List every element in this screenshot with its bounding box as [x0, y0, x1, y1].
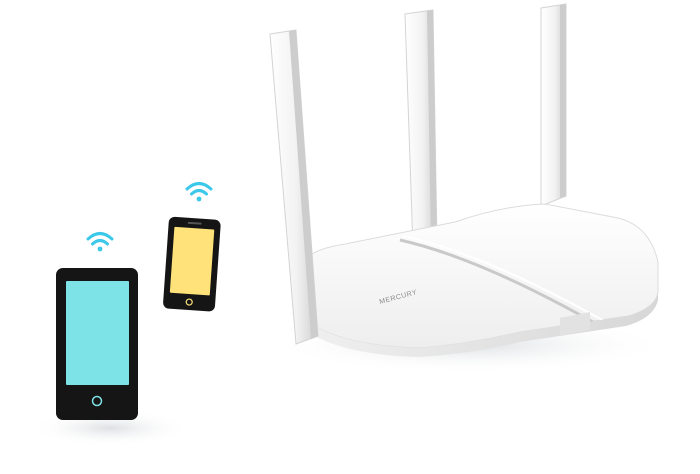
phone-screen: [169, 226, 215, 296]
antenna-back-right: [540, 3, 567, 207]
router-top-groove: [399, 238, 601, 328]
wifi-icon: [86, 232, 114, 252]
antenna-back-middle: [404, 9, 438, 249]
router-body-top: [299, 203, 659, 349]
tablet-screen: [66, 281, 129, 385]
smartphone: [163, 216, 221, 312]
home-button-icon: [185, 298, 193, 306]
antenna-front-left: [269, 29, 319, 345]
home-button-icon: [91, 395, 103, 407]
tablet: [56, 268, 138, 420]
wifi-icon: [185, 182, 213, 202]
phone-speaker: [187, 221, 202, 225]
router-side-notch: [560, 312, 590, 336]
router: MERCURY: [269, 3, 659, 357]
